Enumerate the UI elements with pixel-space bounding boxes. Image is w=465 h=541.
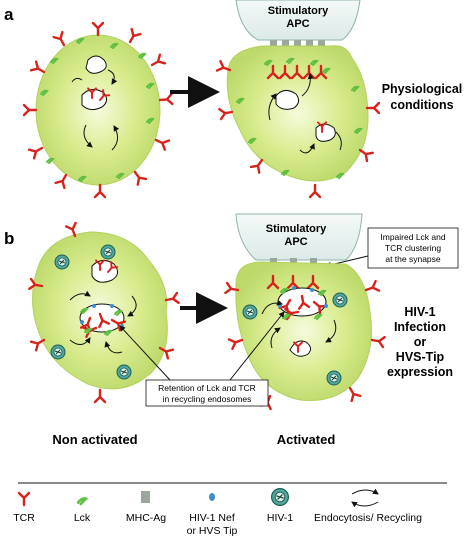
panel-a-resting-cell xyxy=(22,21,174,199)
panel-b-condition-line2: Infection xyxy=(394,320,446,334)
panel-a-apc: Stimulatory APC xyxy=(235,0,361,50)
svg-text:Lck: Lck xyxy=(74,512,91,524)
svg-text:TCR: TCR xyxy=(13,512,35,524)
panel-a-mhc-ag xyxy=(270,40,325,50)
panel-b-retention-note: Retention of Lck and TCR in recycling en… xyxy=(119,311,285,407)
panel-b-condition-line5: expression xyxy=(387,365,453,379)
panel-b-condition-line1: HIV-1 xyxy=(404,305,435,319)
svg-text:APC: APC xyxy=(284,236,307,248)
tcr-icon xyxy=(17,491,31,507)
svg-text:Impaired Lck and: Impaired Lck and xyxy=(380,232,445,242)
svg-text:or HVS Tip: or HVS Tip xyxy=(187,525,238,537)
svg-text:Stimulatory: Stimulatory xyxy=(266,223,327,235)
legend: TCR Lck MHC-Ag HIV-1 Nef or HVS Tip HIV-… xyxy=(13,488,422,537)
panel-a-condition-line1: Physiological xyxy=(382,82,463,96)
panel-b-letter: b xyxy=(4,229,14,248)
legend-item-hiv: HIV-1 xyxy=(267,488,293,524)
panel-a-condition-line2: conditions xyxy=(390,98,453,112)
svg-text:in recycling endosomes: in recycling endosomes xyxy=(163,394,252,404)
panel-b-activated-endosome-cluster xyxy=(261,286,337,357)
svg-text:at the synapse: at the synapse xyxy=(385,254,441,264)
panel-a: a xyxy=(4,0,463,199)
svg-text:TCR clustering: TCR clustering xyxy=(385,243,441,253)
svg-text:HIV-1: HIV-1 xyxy=(267,512,293,524)
mhc-ag-icon xyxy=(141,491,150,503)
legend-item-lck: Lck xyxy=(74,497,91,524)
panel-b-nonactivated-cell xyxy=(28,221,180,404)
panel-a-letter: a xyxy=(4,5,14,24)
panel-b-activated-cell xyxy=(224,261,386,411)
panel-b-left-caption: Non activated xyxy=(52,432,137,447)
svg-text:HIV-1 Nef: HIV-1 Nef xyxy=(189,512,235,524)
panel-b-nonactivated-endosome-cluster xyxy=(69,259,137,354)
svg-text:APC: APC xyxy=(286,18,309,30)
panel-b-condition-line4: HVS-Tip xyxy=(396,350,445,364)
panel-b-condition-line3: or xyxy=(414,335,427,349)
legend-item-mhc-ag: MHC-Ag xyxy=(126,491,166,524)
panel-a-activated-cell xyxy=(215,45,381,199)
nef-tip-icon xyxy=(209,493,215,501)
panel-b-apc: Stimulatory APC xyxy=(235,213,363,268)
legend-item-nef-tip: HIV-1 Nef or HVS Tip xyxy=(187,493,238,537)
svg-text:Retention of Lck and TCR: Retention of Lck and TCR xyxy=(158,383,256,393)
legend-item-tcr: TCR xyxy=(13,491,35,524)
panel-a-resting-cell-endosomes xyxy=(71,55,120,151)
panel-b-right-caption: Activated xyxy=(277,432,336,447)
svg-text:Stimulatory: Stimulatory xyxy=(268,5,329,17)
panel-a-activated-endosomes xyxy=(268,73,342,154)
recycling-arrows-icon xyxy=(351,488,379,508)
panel-b-synapse-note: Impaired Lck and TCR clustering at the s… xyxy=(325,227,459,269)
panel-b: b xyxy=(4,213,459,447)
svg-text:Endocytosis/ Recycling: Endocytosis/ Recycling xyxy=(314,512,422,524)
lck-icon xyxy=(76,497,88,506)
svg-text:MHC-Ag: MHC-Ag xyxy=(126,512,166,524)
hiv-virion-icon xyxy=(271,488,289,506)
legend-item-recycling: Endocytosis/ Recycling xyxy=(314,488,422,524)
